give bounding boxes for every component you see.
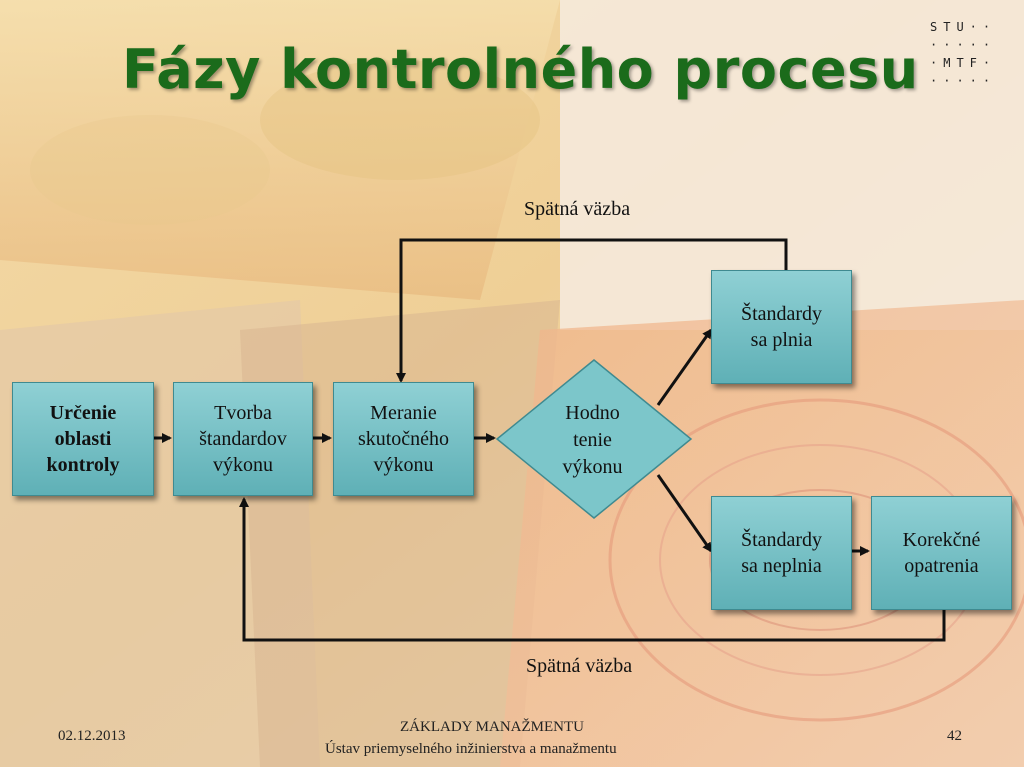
logo-row: ····· [930,74,997,88]
arrow-hodnotenie-plnia [656,328,713,406]
node-label: Štandardy sa plnia [740,303,823,351]
logo-row: STU·· [930,20,997,34]
node-label: Korekčné opatrenia [902,529,981,577]
decision-diamond [495,359,693,519]
slide-title: Fázy kontrolného procesu [122,38,919,101]
feedback-bottom-label: Spätná väzba [526,655,633,677]
logo-row: ·MTF· [930,56,997,70]
footer-date: 02.12.2013 [58,728,126,744]
feedback-top-line [396,238,788,383]
arrow-hodnotenie-neplnia [656,474,713,553]
node-label: Hodno tenie výkonu [562,401,623,478]
stu-mtf-logo: STU·· ····· ·MTF· ····· [930,20,1010,95]
node-standardy-sa-plnia: Štandardy sa plnia [711,270,852,384]
footer-course: ZÁKLADY MANAŽMENTU [400,719,585,735]
node-standardy-sa-neplnia: Štandardy sa neplnia [711,496,852,610]
footer-institute: Ústav priemyselného inžinierstva a manaž… [325,741,617,757]
node-label: Určenie oblasti kontroly [46,402,120,476]
feedback-top-label: Spätná väzba [524,198,631,220]
node-meranie-vykonu: Meranie skutočného výkonu [333,382,474,496]
footer-page-number: 42 [947,728,962,744]
logo-row: ····· [930,38,997,52]
node-hodnotenie-vykonu: Hodno tenie výkonu [520,400,665,480]
node-label: Tvorba štandardov výkonu [199,402,287,476]
node-urcenie-oblasti-kontroly: Určenie oblasti kontroly [12,382,154,496]
node-label: Štandardy sa neplnia [740,529,823,577]
node-tvorba-standardov: Tvorba štandardov výkonu [173,382,313,496]
node-label: Meranie skutočného výkonu [357,402,450,476]
node-korekcne-opatrenia: Korekčné opatrenia [871,496,1012,610]
feedback-bottom-line [239,497,946,642]
